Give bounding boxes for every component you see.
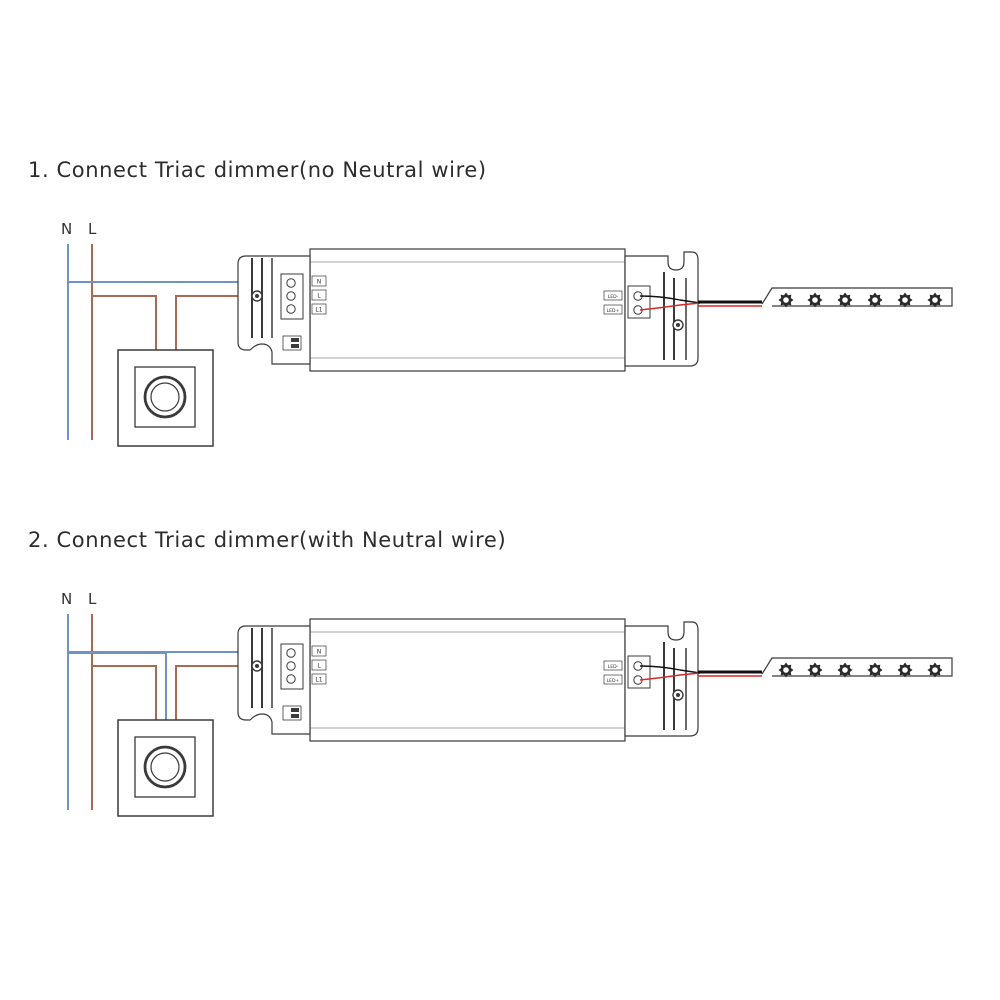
live-to-dimmer-wire: [92, 665, 157, 720]
dip-switch-lever: [291, 714, 299, 718]
diagram-1-title: 1. Connect Triac dimmer(no Neutral wire): [28, 158, 487, 182]
dip-switch-lever: [291, 708, 299, 712]
led-3-lens: [842, 667, 848, 673]
output-label-box: [603, 660, 623, 671]
left-screw-center: [255, 294, 259, 298]
output-label-box: [603, 304, 623, 315]
driver-right-cap: [624, 621, 699, 737]
output-terminal-label-1: LED+: [607, 678, 620, 684]
live-label: L: [88, 590, 97, 608]
output-terminal-label-1: LED+: [607, 308, 620, 314]
led-3-lens: [842, 297, 848, 303]
input-terminal-screw-icon: [286, 278, 296, 288]
input-terminal-label-2: L1: [315, 677, 322, 684]
input-terminal-label-1: L: [317, 293, 321, 300]
input-terminal-label-1: L: [317, 663, 321, 670]
black-output-wire: [639, 665, 701, 674]
live-to-dimmer-wire: [92, 295, 157, 350]
input-terminal-label-2: L1: [315, 307, 322, 314]
input-label-box: [311, 673, 327, 685]
black-output-wire: [639, 295, 701, 304]
led-1-lens: [783, 667, 789, 673]
input-label-box: [311, 289, 327, 301]
input-terminal-screw-icon: [286, 648, 296, 658]
led-6-lens: [932, 667, 938, 673]
neutral-to-dimmer-wire: [68, 652, 167, 720]
dip-switch-lever: [291, 344, 299, 348]
dimmer-knob-inner: [150, 382, 180, 412]
led-1-lens: [783, 297, 789, 303]
right-screw-center: [676, 323, 680, 327]
live-label: L: [88, 220, 97, 238]
input-label-box: [311, 275, 327, 287]
neutral-label: N: [61, 220, 72, 238]
output-terminal-label-0: LED-: [608, 294, 619, 300]
led-4-lens: [872, 667, 878, 673]
output-label-box: [603, 674, 623, 685]
led-2-lens: [812, 297, 818, 303]
input-label-box: [311, 303, 327, 315]
output-terminal-label-0: LED-: [608, 664, 619, 670]
output-label-box: [603, 290, 623, 301]
dimmer-knob-inner: [150, 752, 180, 782]
dip-switch-lever: [291, 338, 299, 342]
red-output-wire: [639, 302, 701, 311]
driver-body: [309, 248, 626, 372]
led-5-lens: [902, 297, 908, 303]
input-terminal-label-0: N: [317, 649, 322, 656]
input-terminal-screw-icon: [286, 661, 296, 671]
input-terminal-screw-icon: [286, 291, 296, 301]
input-terminal-screw-icon: [286, 674, 296, 684]
left-screw-center: [255, 664, 259, 668]
driver-body: [309, 618, 626, 742]
led-6-lens: [932, 297, 938, 303]
input-label-box: [311, 659, 327, 671]
led-4-lens: [872, 297, 878, 303]
diagram-2-title: 2. Connect Triac dimmer(with Neutral wir…: [28, 528, 507, 552]
input-label-box: [311, 645, 327, 657]
input-terminal-label-0: N: [317, 279, 322, 286]
right-screw-center: [676, 693, 680, 697]
input-terminal-screw-icon: [286, 304, 296, 314]
led-2-lens: [812, 667, 818, 673]
led-5-lens: [902, 667, 908, 673]
driver-right-cap: [624, 251, 699, 367]
red-output-wire: [639, 672, 701, 681]
neutral-label: N: [61, 590, 72, 608]
